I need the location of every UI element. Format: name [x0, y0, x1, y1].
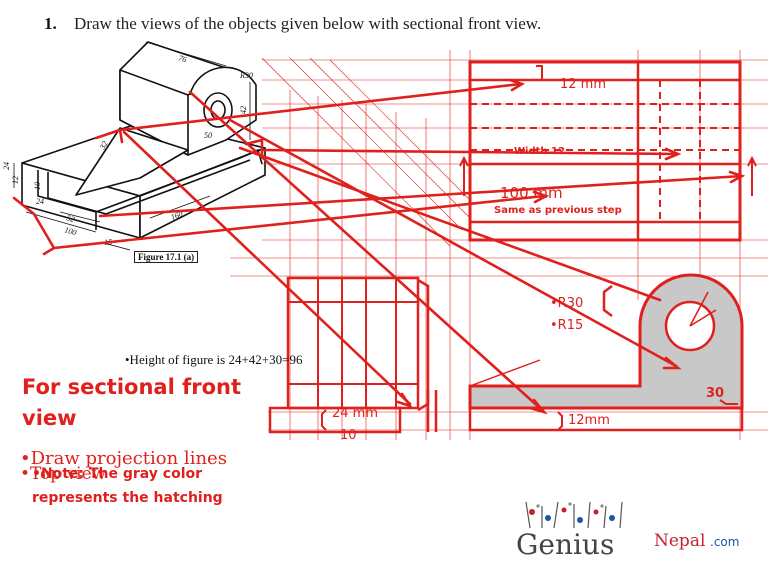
note-gray-hatching: •Note: The gray color represents the hat… — [32, 462, 223, 510]
note-line-1: •Note: The gray color — [32, 466, 203, 482]
label-r15: •R15 — [550, 318, 584, 333]
question-text: Draw the views of the objects given belo… — [74, 14, 542, 33]
question-number: 1. — [44, 14, 57, 33]
label-10: 10 — [340, 428, 357, 443]
dim-50: 50 — [204, 131, 212, 140]
dim-100: 100 — [63, 225, 77, 237]
dim-r30: R30 — [239, 71, 253, 80]
logo-graphic — [525, 501, 623, 529]
dim-76: 76 — [177, 53, 187, 64]
logo-nepal: Nepal — [654, 531, 706, 551]
dim-24b: 24 — [36, 197, 44, 206]
label-24mm: 24 mm — [332, 406, 379, 421]
height-note: •Height of figure is 24+42+30=96 — [125, 352, 303, 367]
left-view — [268, 276, 438, 434]
label-same-step: Same as previous step — [494, 205, 622, 216]
label-100mm: 100 mm — [500, 184, 563, 202]
label-30: 30 — [706, 386, 725, 401]
dim-12: 12 — [11, 176, 20, 184]
label-width-12: Width 12 — [514, 146, 565, 157]
figure-caption: Figure 17.1 (a) — [134, 251, 199, 263]
logo-com: .com — [710, 535, 740, 549]
section-title: For sectional front view — [22, 375, 241, 430]
dim-52: 52 — [65, 213, 75, 224]
bullet-top-view: •Top view — [20, 464, 107, 484]
dim-10: 10 — [33, 182, 42, 190]
sectional-front-view — [468, 273, 744, 432]
logo-genius: Genius — [516, 528, 615, 561]
label-12mm-bottom: 12mm — [568, 413, 610, 428]
projection-arrows — [12, 78, 746, 415]
label-12mm-top: 12 mm — [560, 77, 607, 92]
dim-42: 42 — [239, 106, 248, 114]
dim-32: 32 — [97, 140, 109, 152]
dim-24: 24 — [2, 162, 11, 170]
label-r30: •R30 — [550, 296, 584, 311]
bullet-draw-projection: •Draw projection lines — [20, 448, 227, 469]
note-line-2: represents the hatching — [32, 490, 223, 506]
